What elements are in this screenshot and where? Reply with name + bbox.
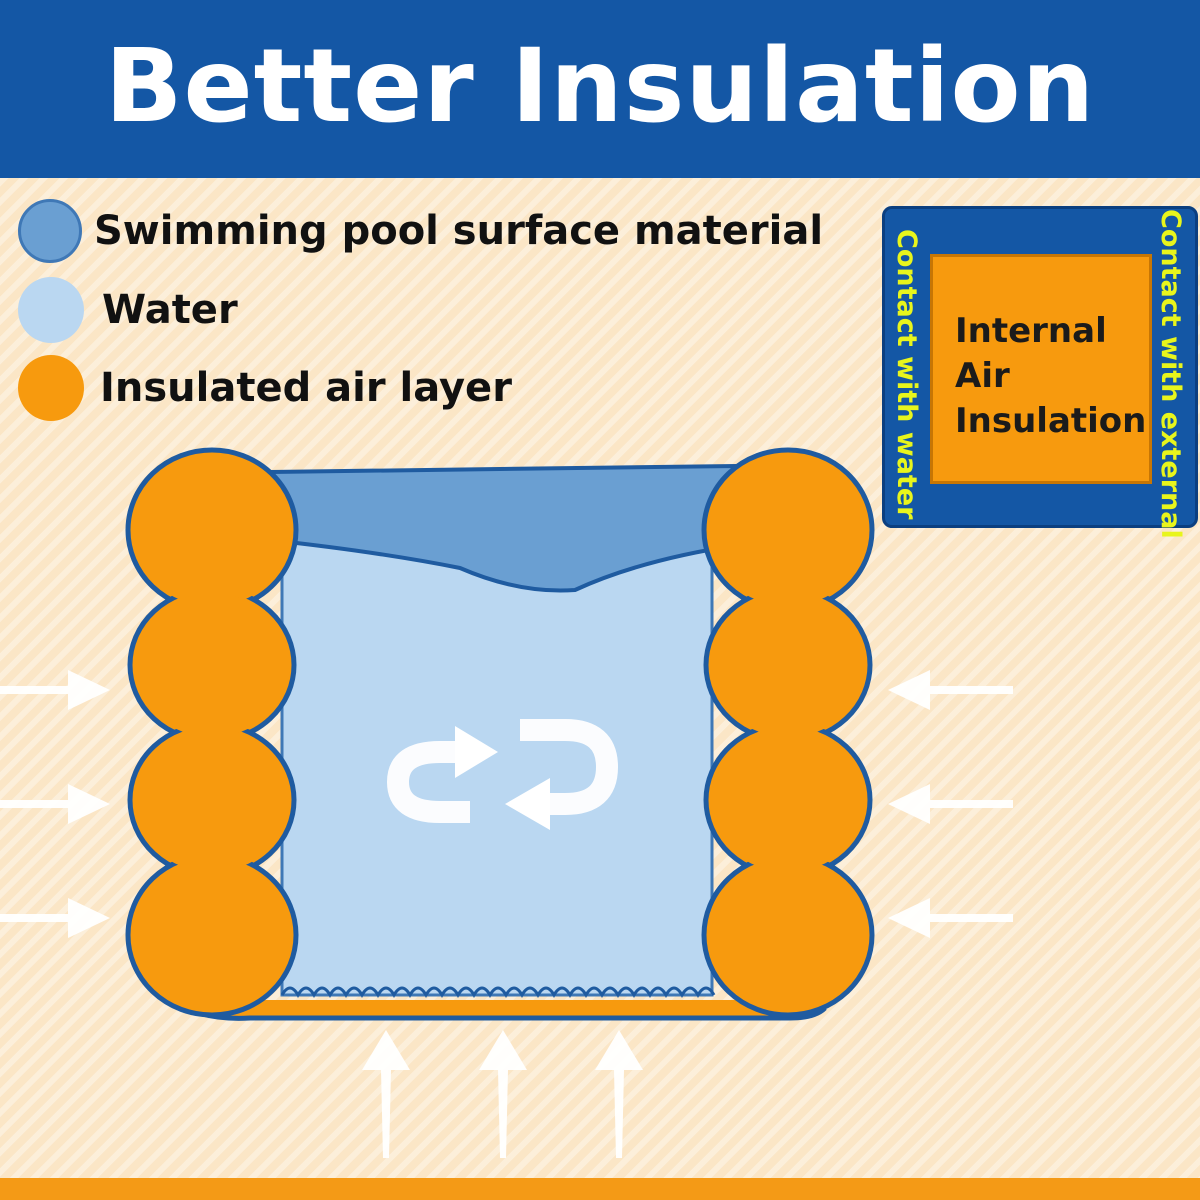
bottom-scallops [280, 986, 716, 999]
core-text-line: Internal [955, 311, 1107, 351]
right-air-wall-fill [708, 454, 868, 1011]
surface-liner [268, 463, 741, 593]
pool-cross-section-diagram [0, 447, 1013, 1158]
arrow-icon [888, 784, 1013, 824]
contact-with-water-label: Contact with water [891, 229, 922, 520]
arrow-icon [0, 898, 110, 938]
header-banner: Better Insulation [0, 0, 1200, 178]
legend-item-air-layer: Insulated air layer [18, 355, 512, 421]
arrow-icon [595, 1030, 643, 1158]
arrow-icon [362, 1030, 410, 1158]
legend-label: Insulated air layer [100, 365, 512, 411]
arrow-icon [888, 898, 1013, 938]
legend-label: Swimming pool surface material [94, 208, 824, 254]
legend-swatch-air-layer [18, 355, 84, 421]
core-text-line: Insulation [955, 401, 1147, 441]
circulation-arrowhead [505, 778, 550, 830]
wall-detail-box: Contact with water Internal Air Insulati… [882, 206, 1198, 539]
page-title: Better Insulation [104, 27, 1096, 146]
core-text-line: Air [955, 356, 1010, 396]
legend-item-surface-material: Swimming pool surface material [18, 199, 823, 263]
legend-swatch-surface-material [18, 199, 82, 263]
water-body [280, 538, 714, 997]
legend-label: Water [102, 287, 238, 333]
circulation-arrowhead [455, 726, 498, 778]
legend-item-water: Water [18, 277, 238, 343]
arrow-icon [0, 784, 110, 824]
arrow-icon [888, 670, 1013, 710]
arrow-icon [479, 1030, 527, 1158]
bottom-bar [0, 1178, 1200, 1200]
left-air-wall-fill [132, 454, 292, 1011]
bottom-air-layer [210, 1000, 790, 1018]
legend-swatch-water [18, 277, 84, 343]
circulation-arrows-icon [386, 719, 619, 823]
internal-air-insulation-core: Internal Air Insulation [930, 254, 1152, 484]
contact-with-external-label: Contact with external [1155, 209, 1186, 539]
arrow-icon [0, 670, 110, 710]
